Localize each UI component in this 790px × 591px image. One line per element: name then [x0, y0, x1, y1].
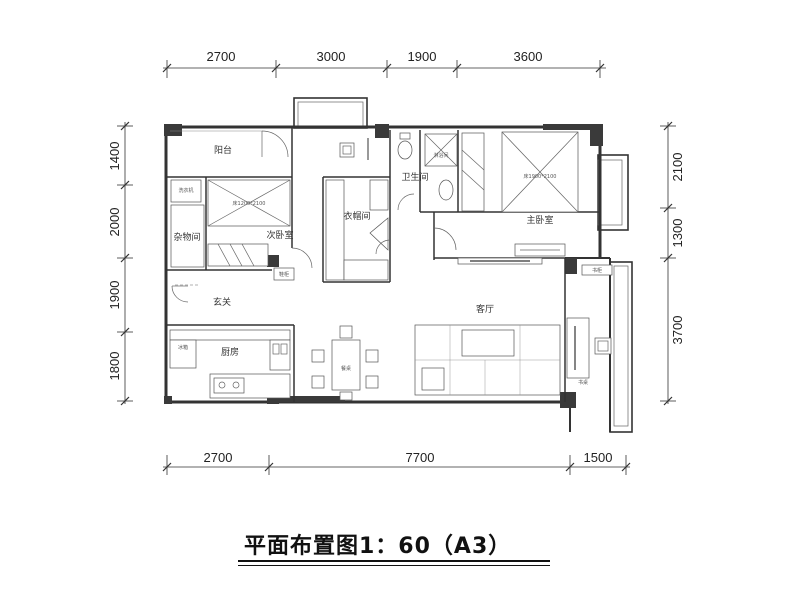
left-dimension-line: 1400 2000 1900 1800 [107, 121, 133, 406]
study-area: 书柜 书桌 [566, 264, 613, 386]
label-dining-table: 餐桌 [341, 365, 351, 372]
title-underline-thick [238, 560, 550, 562]
toilet [397, 140, 413, 160]
study-balcony-outer [609, 261, 633, 433]
dim-left-4: 1800 [107, 352, 122, 381]
bay-window [597, 154, 629, 231]
room-bathroom: 卫生间 [401, 171, 428, 183]
balcony-bump [293, 97, 368, 129]
washing-machine [170, 179, 202, 203]
room-entrance: 玄关 [213, 296, 231, 308]
label-shower: 淋浴间 [433, 152, 448, 159]
label-study-desk: 书桌 [578, 379, 588, 386]
dim-top-2: 3000 [317, 49, 346, 64]
fridge [169, 339, 197, 369]
dim-right-1: 2100 [670, 153, 685, 182]
label-bed-large: 床1900*2100 [524, 173, 557, 180]
desk-chair-upper [339, 138, 369, 160]
dim-right-2: 1300 [670, 219, 685, 248]
study-desk [566, 317, 590, 379]
storage-room: 杂物间 [170, 204, 205, 268]
right-dimension-line: 2100 1300 3700 [660, 121, 685, 406]
columns [164, 124, 603, 408]
top-dimension-line: 2700 3000 1900 3600 [162, 49, 606, 78]
dining-table [331, 339, 361, 391]
bottom-dimension-line: 2700 7700 1500 [162, 450, 631, 475]
label-washer: 洗衣机 [178, 187, 193, 194]
room-kitchen: 厨房 [221, 346, 239, 358]
dim-bottom-2: 7700 [406, 450, 435, 465]
dim-top-4: 3600 [514, 49, 543, 64]
wardrobe-second [207, 243, 269, 267]
dim-left-3: 1900 [107, 281, 122, 310]
master-bedroom: 床1900*2100 主卧室 [433, 131, 579, 257]
dim-left-1: 1400 [107, 142, 122, 171]
dim-bottom-3: 1500 [584, 450, 613, 465]
room-storage: 杂物间 [173, 231, 200, 243]
dim-left-2: 2000 [107, 208, 122, 237]
label-fridge: 冰箱 [178, 344, 188, 351]
drawing-title: 平面布置图1：60（A3） [244, 534, 512, 559]
room-cloakroom: 衣帽间 [343, 210, 370, 222]
bathroom: 淋浴间 卫生间 [397, 132, 458, 211]
dim-top-1: 2700 [207, 49, 236, 64]
balcony: 阳台 洗衣机 [170, 130, 289, 203]
label-shoe-cabinet: 鞋柜 [279, 271, 289, 278]
living-room: 客厅 [414, 257, 561, 396]
stove [213, 377, 245, 394]
cloakroom: 衣帽间 [325, 179, 389, 281]
title-underline-thin [238, 565, 550, 566]
kitchen: 冰箱 厨房 [169, 329, 291, 399]
room-balcony: 阳台 [214, 144, 232, 156]
doors [171, 239, 391, 303]
dim-bottom-1: 2700 [204, 450, 233, 465]
dining-area: 餐桌 [311, 325, 379, 401]
label-bookcase: 书柜 [592, 267, 602, 274]
room-master-bedroom: 主卧室 [526, 214, 553, 226]
basin [438, 179, 454, 201]
entrance: 玄关 鞋柜 [175, 267, 295, 308]
room-living-room: 客厅 [476, 303, 494, 315]
sink [269, 339, 291, 371]
second-bedroom: 床1200*2100 次卧室 [207, 179, 313, 269]
dim-right-3: 3700 [670, 316, 685, 345]
label-bed-small: 床1200*2100 [233, 200, 266, 207]
room-second-bedroom: 次卧室 [266, 229, 293, 241]
coffee-table [461, 329, 515, 357]
dim-top-3: 1900 [408, 49, 437, 64]
